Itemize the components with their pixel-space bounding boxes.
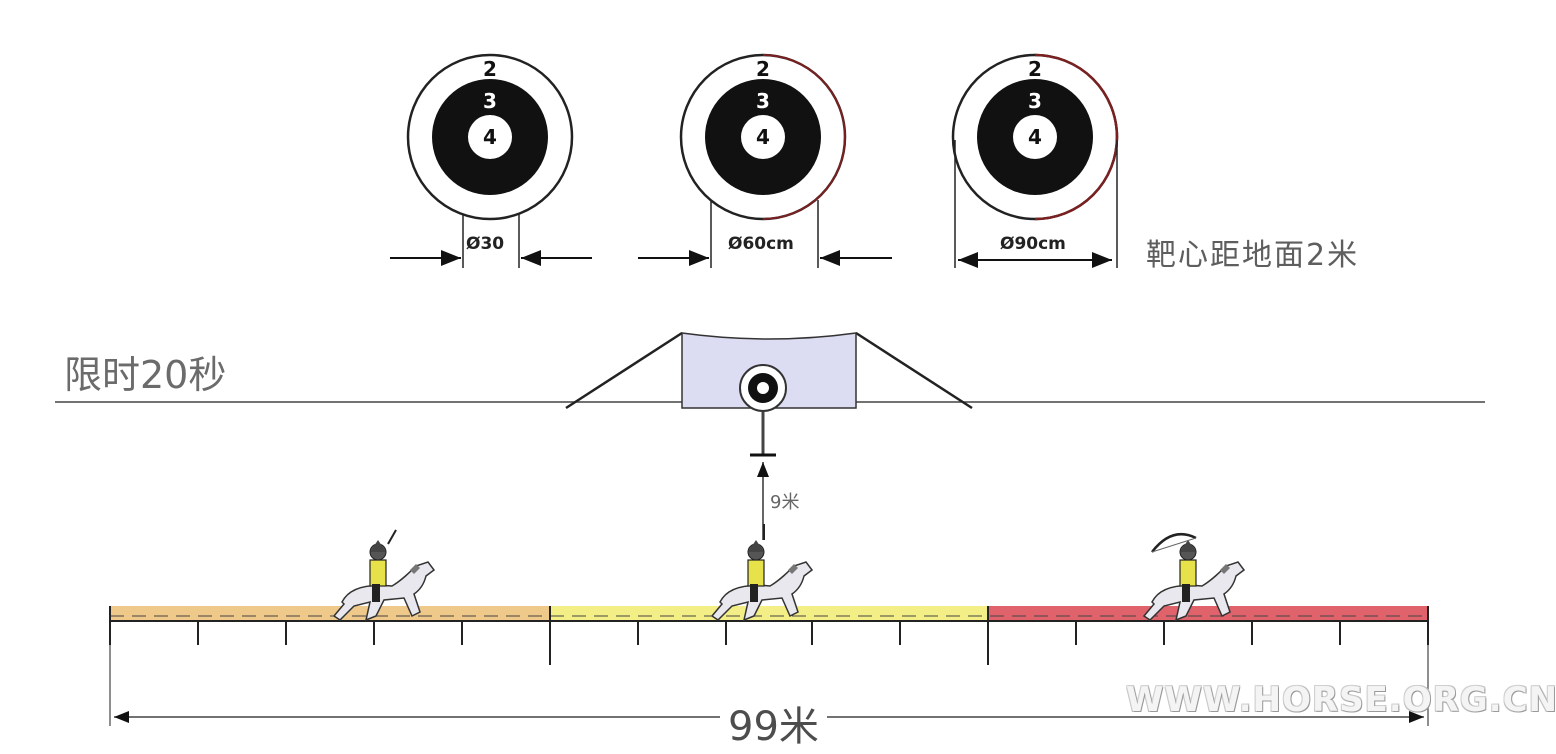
shooting-distance-label: 9米 bbox=[770, 492, 800, 513]
target-90-diameter-label: Ø90cm bbox=[1000, 234, 1066, 254]
target-90-ring-3: 3 bbox=[1028, 89, 1042, 113]
time-limit-label: 限时20秒 bbox=[64, 353, 227, 397]
target-stand bbox=[565, 331, 973, 457]
mounted-archer-drawing-icon bbox=[1143, 533, 1245, 621]
target-30-ring-2: 2 bbox=[483, 57, 497, 81]
track-segment-1 bbox=[110, 606, 550, 621]
target-90-ring-4: 4 bbox=[1028, 125, 1042, 149]
target-30-diameter-label: Ø30 bbox=[466, 234, 505, 254]
target-30 bbox=[390, 53, 592, 268]
track-length-label: 99米 bbox=[720, 694, 827, 752]
track bbox=[109, 606, 1429, 726]
target-60-ring-2: 2 bbox=[756, 57, 770, 81]
mounted-archer-icon bbox=[711, 524, 813, 621]
target-30-ring-4: 4 bbox=[483, 125, 497, 149]
target-90-ring-2: 2 bbox=[1028, 57, 1042, 81]
track-segment-3 bbox=[988, 606, 1428, 621]
target-60-ring-4: 4 bbox=[756, 125, 770, 149]
target-60-ring-3: 3 bbox=[756, 89, 770, 113]
target-30-ring-3: 3 bbox=[483, 89, 497, 113]
watermark: WWW.HORSE.ORG.CN bbox=[1126, 680, 1556, 720]
target-height-note: 靶心距地面2米 bbox=[1146, 238, 1360, 273]
target-60-diameter-label: Ø60cm bbox=[728, 234, 794, 254]
target-90 bbox=[951, 53, 1119, 268]
mounted-archer-icon bbox=[333, 529, 435, 621]
track-segment-2 bbox=[550, 606, 988, 621]
target-60 bbox=[638, 53, 892, 268]
